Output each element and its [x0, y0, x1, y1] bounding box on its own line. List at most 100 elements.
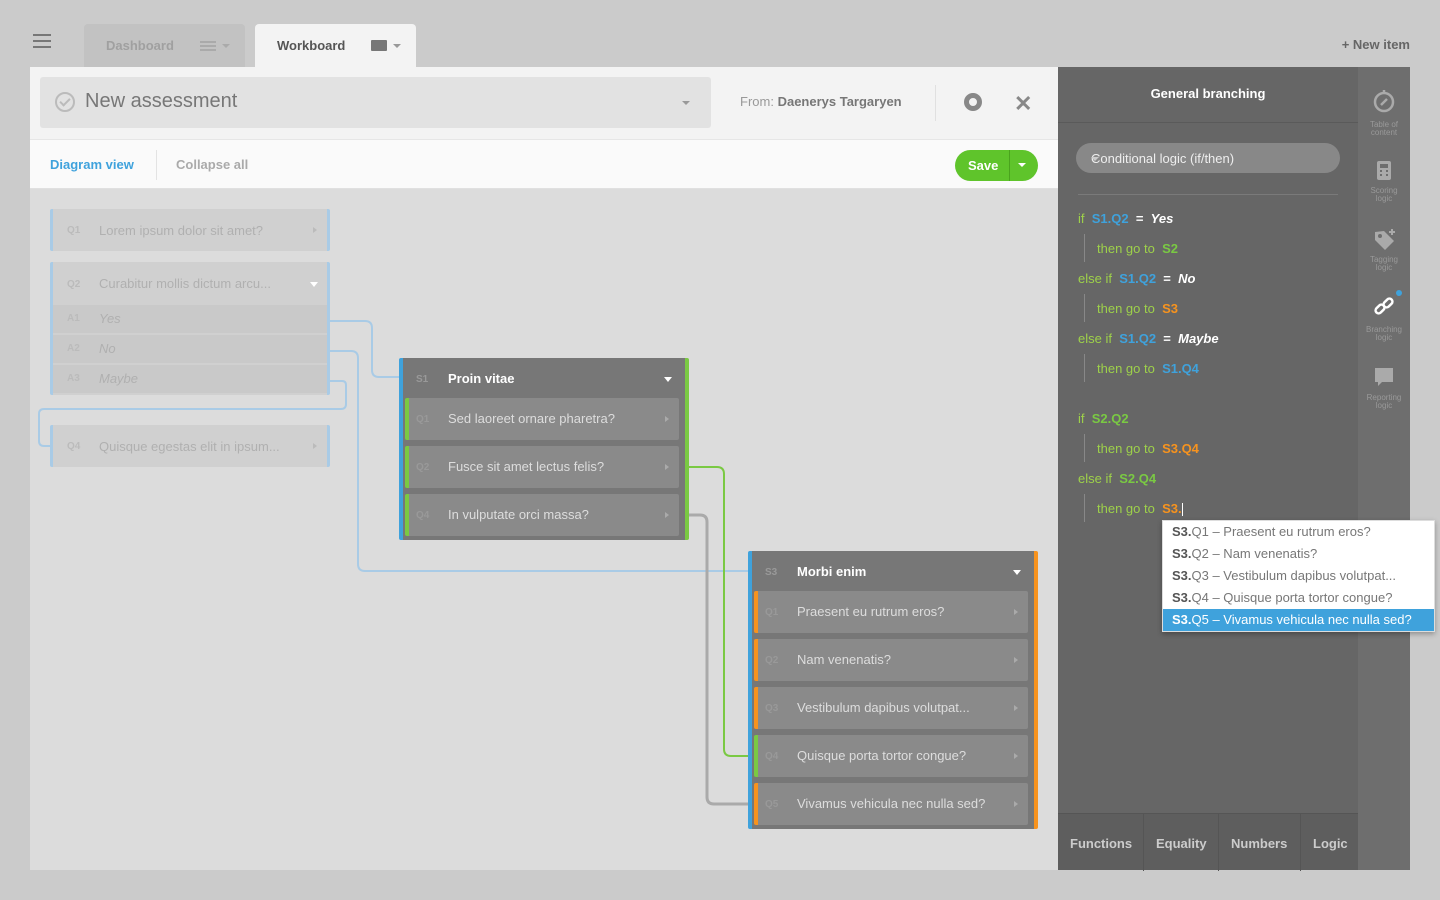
question-row[interactable]: Q2 Fusce sit amet lectus felis? [405, 446, 679, 488]
question-row[interactable]: Q4 In vulputate orci massa? [405, 494, 679, 536]
autocomplete-option-selected[interactable]: S3.Q5 – Vivamus vehicula nec nulla sed? [1163, 609, 1434, 631]
autocomplete-option[interactable]: S3.Q4 – Quisque porta tortor congue? [1172, 590, 1393, 605]
logic-button[interactable]: Logic [1313, 836, 1348, 851]
section-node-s1[interactable]: S1 Proin vitae Q1 Sed laoreet ornare pha… [399, 358, 689, 540]
tab-label: Workboard [277, 38, 346, 53]
logic-line-6[interactable]: then go to S1.Q4 [1097, 361, 1199, 376]
question-text: Nam venenatis? [797, 652, 891, 667]
collapse-all-button[interactable]: Collapse all [176, 157, 249, 172]
indent-bar [1084, 494, 1085, 522]
answer-row[interactable]: A2 No [53, 335, 327, 363]
logic-line-7[interactable]: if S2.Q2 [1078, 411, 1129, 426]
indent-bar [1084, 234, 1085, 262]
question-text: Vestibulum dapibus volutpat... [797, 700, 970, 715]
destination-input[interactable]: S3. [1162, 501, 1182, 516]
chevron-down-icon[interactable] [310, 282, 318, 287]
reference: S1.Q2 [1119, 331, 1157, 346]
link-icon [1374, 297, 1394, 315]
logic-line-10[interactable]: then go to S3. [1097, 501, 1183, 517]
diagram-canvas[interactable]: Q1 Lorem ipsum dolor sit amet? Q2 Curabi… [30, 189, 1058, 870]
answer-row[interactable]: A1 Yes [53, 305, 327, 333]
indent-bar [1084, 294, 1085, 322]
chevron-right-icon[interactable] [1014, 801, 1018, 807]
answer-text: Maybe [99, 371, 139, 386]
question-row[interactable]: Q4 Quisque porta tortor congue? [754, 735, 1028, 777]
question-text: Lorem ipsum dolor sit amet? [99, 223, 264, 238]
chevron-right-icon[interactable] [665, 512, 669, 518]
chevron-right-icon[interactable] [665, 416, 669, 422]
logic-line-1[interactable]: if S1.Q2 = Yes [1078, 211, 1173, 226]
chevron-down-icon[interactable] [1013, 570, 1021, 575]
chevron-right-icon[interactable] [1014, 705, 1018, 711]
autocomplete-option[interactable]: S3.Q1 – Praesent eu rutrum eros? [1172, 524, 1371, 539]
logic-line-8[interactable]: then go to S3.Q4 [1097, 441, 1199, 456]
save-dropdown-icon[interactable] [1018, 163, 1026, 167]
chevron-right-icon[interactable] [665, 464, 669, 470]
answer-row[interactable]: A3 Maybe [53, 365, 327, 393]
function-bar: Functions Equality Numbers Logic [1058, 813, 1358, 871]
save-button[interactable]: Save [955, 150, 1038, 181]
chevron-right-icon[interactable] [313, 443, 317, 449]
logic-type-select[interactable]: Conditional logic (if/then) [1076, 143, 1340, 173]
faded-question-q2[interactable]: Q2 Curabitur mollis dictum arcu... A1 Ye… [50, 262, 330, 395]
tab-workboard[interactable]: Workboard [255, 24, 416, 67]
reference: S2.Q4 [1119, 471, 1157, 486]
chevron-right-icon[interactable] [1014, 753, 1018, 759]
question-text: In vulputate orci massa? [448, 507, 589, 522]
toolbar: Diagram view Collapse all Save [30, 139, 1058, 189]
operator: = [1163, 271, 1171, 286]
gear-icon[interactable] [964, 93, 982, 111]
question-text: Fusce sit amet lectus felis? [448, 459, 605, 474]
answer-text: No [99, 341, 116, 356]
tab-dashboard[interactable]: Dashboard [84, 24, 245, 67]
equality-button[interactable]: Equality [1156, 836, 1207, 851]
numbers-button[interactable]: Numbers [1231, 836, 1288, 851]
chevron-right-icon[interactable] [1014, 609, 1018, 615]
value: Maybe [1178, 331, 1219, 346]
logic-line-2[interactable]: then go to S2 [1097, 241, 1178, 256]
new-item-button[interactable]: + New item [1341, 37, 1410, 52]
chevron-down-icon[interactable] [393, 43, 402, 48]
section-node-s3[interactable]: S3 Morbi enim Q1 Praesent eu rutrum eros… [748, 551, 1038, 829]
autocomplete-option[interactable]: S3.Q3 – Vestibulum dapibus volutpat... [1172, 568, 1397, 583]
chevron-down-icon[interactable] [221, 43, 230, 48]
hamburger-menu-icon[interactable] [33, 34, 51, 48]
logic-line-3[interactable]: else if S1.Q2 = No [1078, 271, 1195, 286]
destination: S3 [1162, 301, 1178, 316]
chevron-down-icon[interactable] [682, 101, 690, 105]
logic-line-9[interactable]: else if S2.Q4 [1078, 471, 1156, 486]
autocomplete-option[interactable]: S3.Q2 – Nam venenatis? [1172, 546, 1318, 561]
question-row[interactable]: Q1 Praesent eu rutrum eros? [754, 591, 1028, 633]
faded-question-q1[interactable]: Q1 Lorem ipsum dolor sit amet? [50, 209, 330, 251]
logic-line-5[interactable]: else if S1.Q2 = Maybe [1078, 331, 1219, 346]
chevron-right-icon[interactable] [313, 227, 317, 233]
chevron-right-icon[interactable] [1014, 657, 1018, 663]
chevron-down-icon[interactable] [664, 377, 672, 382]
question-row[interactable]: Q1 Sed laoreet ornare pharetra? [405, 398, 679, 440]
operator: = [1163, 331, 1171, 346]
assessment-title-field[interactable]: New assessment [40, 77, 711, 128]
check-circle-icon [55, 92, 75, 112]
logic-line-4[interactable]: then go to S3 [1097, 301, 1178, 316]
question-text: Sed laoreet ornare pharetra? [448, 411, 615, 426]
keyword: if [1078, 211, 1085, 226]
close-icon[interactable]: ✕ [1014, 91, 1033, 116]
question-row[interactable]: Q2 Nam venenatis? [754, 639, 1028, 681]
text-cursor [1181, 503, 1183, 517]
question-row[interactable]: Q3 Vestibulum dapibus volutpat... [754, 687, 1028, 729]
faded-question-q4[interactable]: Q4 Quisque egestas elit in ipsum... [50, 425, 330, 467]
diagram-view-button[interactable]: Diagram view [50, 157, 134, 172]
functions-button[interactable]: Functions [1070, 836, 1133, 851]
question-number: Q1 [416, 414, 430, 425]
question-row[interactable]: Q5 Vivamus vehicula nec nulla sed? [754, 783, 1028, 825]
answer-text: Yes [99, 311, 121, 326]
